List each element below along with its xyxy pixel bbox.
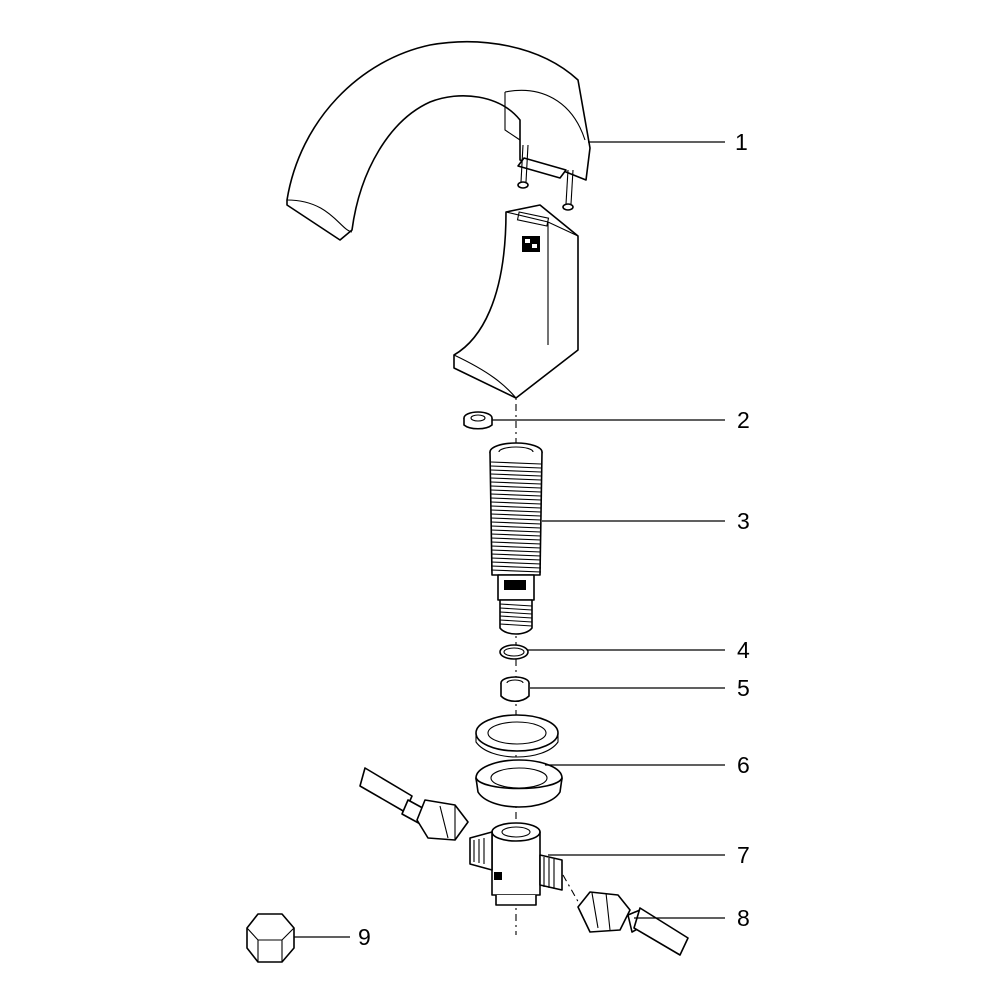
o-ring xyxy=(499,644,529,660)
tee-connector xyxy=(469,822,563,906)
mounting-flange-nut xyxy=(475,759,563,808)
spout-mount-plate xyxy=(517,157,567,179)
aerator-insert xyxy=(463,411,493,430)
callout-7: 7 xyxy=(737,842,750,868)
brand-logo-icon xyxy=(522,236,540,252)
callout-8: 8 xyxy=(737,905,750,931)
callout-2: 2 xyxy=(737,407,750,433)
callout-6: 6 xyxy=(737,752,750,778)
hex-cap-nut xyxy=(246,913,295,963)
supply-hose-left xyxy=(359,767,469,841)
callout-5: 5 xyxy=(737,675,750,701)
mounting-screw-left xyxy=(517,144,529,189)
riser-threads xyxy=(490,461,542,573)
callout-9: 9 xyxy=(358,924,371,950)
spout-arc xyxy=(286,40,591,241)
callout-4: 4 xyxy=(737,637,750,663)
spout-base-body xyxy=(453,204,579,399)
tee-logo-icon xyxy=(494,872,502,880)
callout-1: 1 xyxy=(735,129,748,155)
supply-hose-right xyxy=(562,874,689,956)
callouts: 1 2 3 4 5 6 7 8 9 xyxy=(294,129,750,950)
valve-nipple xyxy=(500,676,530,703)
callout-3: 3 xyxy=(737,508,750,534)
spout-assembly xyxy=(286,40,591,399)
mounting-screw-right xyxy=(562,169,574,211)
mounting-flange-washer xyxy=(475,714,559,758)
threaded-riser-tube xyxy=(489,442,543,635)
